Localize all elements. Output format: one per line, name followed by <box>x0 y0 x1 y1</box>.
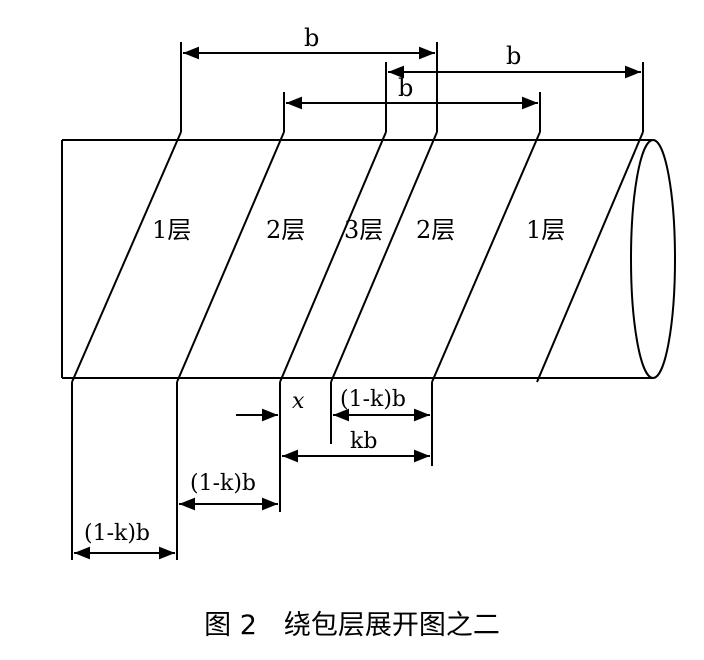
dim-label-b-3: b <box>398 74 413 102</box>
layer-label-5: 1层 <box>526 216 565 244</box>
wrap-line-3 <box>279 131 387 383</box>
dim-label-kb: kb <box>350 429 377 454</box>
dim-label-x: x <box>292 389 305 414</box>
layer-label-2: 2层 <box>266 216 305 244</box>
wrap-line-4 <box>330 131 438 383</box>
layer-label-4: 2层 <box>416 216 455 244</box>
layer-label-3: 3层 <box>344 216 383 244</box>
wrap-line-2 <box>176 131 285 383</box>
wrap-line-1 <box>71 131 182 383</box>
dim-label-1mk-middle: (1-k)b <box>190 471 256 496</box>
wrap-lines <box>71 131 644 383</box>
top-extension-lines <box>180 42 644 132</box>
dim-label-1mk-right: (1-k)b <box>340 387 406 412</box>
cylinder-end-ellipse <box>630 139 676 379</box>
wrap-line-5 <box>431 131 541 383</box>
dim-label-b-1: b <box>304 24 319 52</box>
wrap-line-6 <box>536 131 644 383</box>
figure-caption: 图 2 绕包层展开图之二 <box>204 610 500 641</box>
cylinder <box>61 139 676 379</box>
dim-label-b-2: b <box>506 42 521 70</box>
bottom-extension-lines <box>71 382 433 560</box>
bottom-dimension-arrows <box>74 408 430 560</box>
top-dimension-arrows <box>183 46 641 110</box>
layer-label-1: 1层 <box>152 216 191 244</box>
dim-label-1mk-left: (1-k)b <box>84 521 150 546</box>
